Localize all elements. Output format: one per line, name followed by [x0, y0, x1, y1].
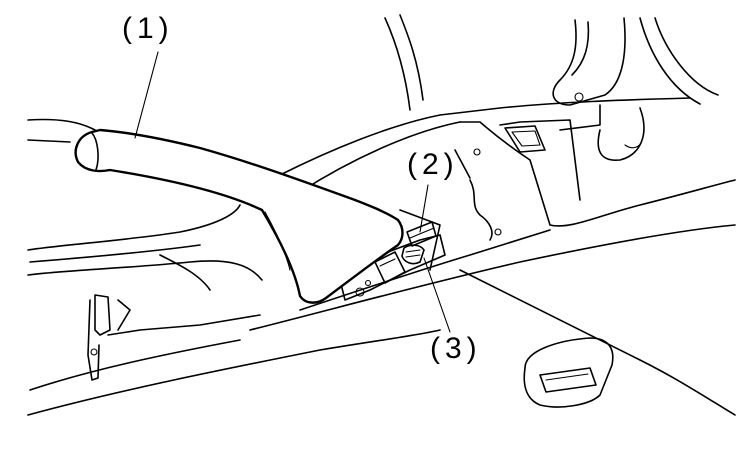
parking-brake-lever	[74, 128, 404, 304]
adjuster-assembly	[401, 221, 437, 265]
callout-1: (1)	[122, 12, 174, 45]
seatbelt-buckle	[523, 337, 614, 408]
center-console	[249, 119, 736, 416]
leader-lines	[134, 51, 451, 333]
leader-line-2	[419, 184, 429, 233]
console-upper-trim	[279, 97, 691, 193]
lever-base	[339, 234, 446, 301]
leader-line-1	[134, 51, 159, 139]
leader-line-3	[423, 257, 451, 333]
seat-left	[27, 118, 263, 291]
callout-2: (2)	[407, 148, 459, 181]
callout-3: (3)	[430, 332, 482, 365]
lower-left-trim	[27, 294, 441, 416]
seat-back-right	[384, 14, 719, 111]
